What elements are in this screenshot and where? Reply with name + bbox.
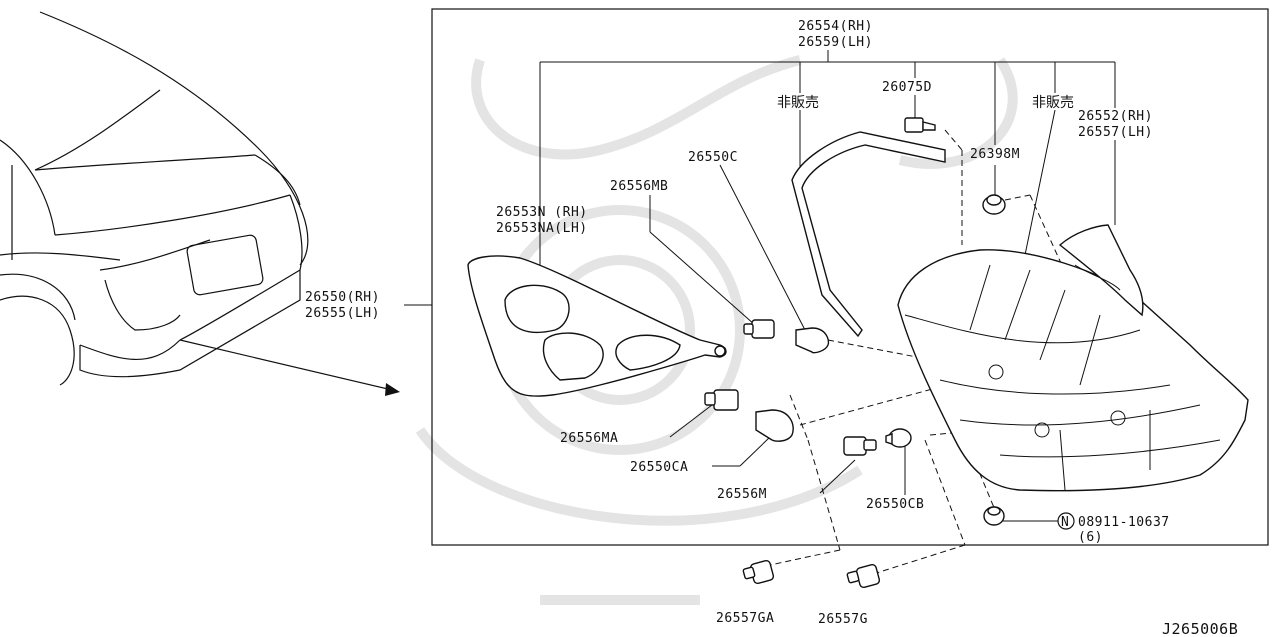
socket-26556mb — [743, 319, 775, 339]
grommet-26557g — [846, 563, 881, 589]
callout-reflector-rh: 26553N (RH) — [496, 205, 588, 220]
callout-bulb-26550ca: 26550CA — [630, 460, 688, 475]
nut-08911-10637 — [983, 506, 1005, 526]
callout-lens-lh: 26559(LH) — [798, 35, 873, 50]
bulb-26550cb — [885, 428, 912, 448]
callout-lens-rh: 26554(RH) — [798, 19, 873, 34]
grommet-26557ga — [742, 559, 775, 585]
callout-labels: 26550(RH) 26555(LH) 26554(RH) 26559(LH) … — [305, 19, 1170, 627]
callout-not-sold-2: 非販売 — [1032, 95, 1074, 111]
callout-nut-part: 08911-10637 — [1078, 515, 1170, 530]
diagram-id: J265006B — [1162, 620, 1238, 637]
callout-socket-26556m: 26556M — [717, 487, 767, 502]
callout-reflector-lh: 26553NA(LH) — [496, 221, 588, 236]
reflector-plate — [467, 255, 727, 397]
vehicle-rear-illustration — [0, 11, 400, 396]
nut-symbol-circle — [1057, 512, 1075, 530]
callout-housing-lh: 26557(LH) — [1078, 125, 1153, 140]
socket-26556ma — [704, 389, 739, 411]
callout-bulb-26550c: 26550C — [688, 150, 738, 165]
callout-lamp-assy-rh: 26550(RH) — [305, 290, 380, 305]
socket-26556m — [843, 436, 877, 456]
lens-gasket — [791, 131, 946, 338]
screw-26398m — [982, 194, 1006, 215]
callout-grommet-26557g: 26557G — [818, 612, 868, 627]
callout-screw-26398m: 26398M — [970, 147, 1020, 162]
clip-26075d — [904, 117, 936, 133]
callout-bulb-26550cb: 26550CB — [866, 497, 924, 512]
detail-frame — [431, 8, 1269, 546]
callout-lamp-assy-lh: 26555(LH) — [305, 306, 380, 321]
callout-housing-rh: 26552(RH) — [1078, 109, 1153, 124]
callout-nut-symbol: N — [1061, 515, 1069, 530]
lamp-housing — [897, 224, 1249, 492]
callout-nut-qty: (6) — [1078, 530, 1103, 545]
bulb-26550ca — [755, 409, 794, 442]
callout-clip-26075d: 26075D — [882, 80, 932, 95]
callout-grommet-26557ga: 26557GA — [716, 611, 774, 626]
arrow-head — [385, 383, 400, 396]
bulb-26550c — [795, 327, 830, 354]
callout-socket-26556mb: 26556MB — [610, 179, 668, 194]
leader-lines — [404, 50, 1116, 522]
callout-socket-26556ma: 26556MA — [560, 431, 618, 446]
callout-not-sold-1: 非販売 — [777, 95, 819, 111]
